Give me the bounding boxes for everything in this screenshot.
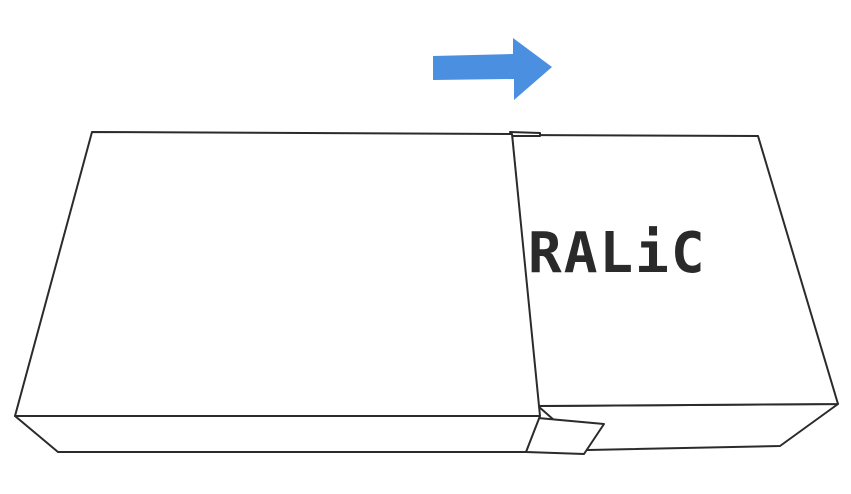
sleeve-front-face [14,415,541,453]
sleeve-top-lip [509,131,541,137]
outer-sleeve [14,131,541,453]
inner-tray: RALiC [511,134,839,455]
arrow-right-icon [433,38,552,100]
sleeve-top-face [14,131,541,417]
box-label: RALiC [528,221,707,286]
